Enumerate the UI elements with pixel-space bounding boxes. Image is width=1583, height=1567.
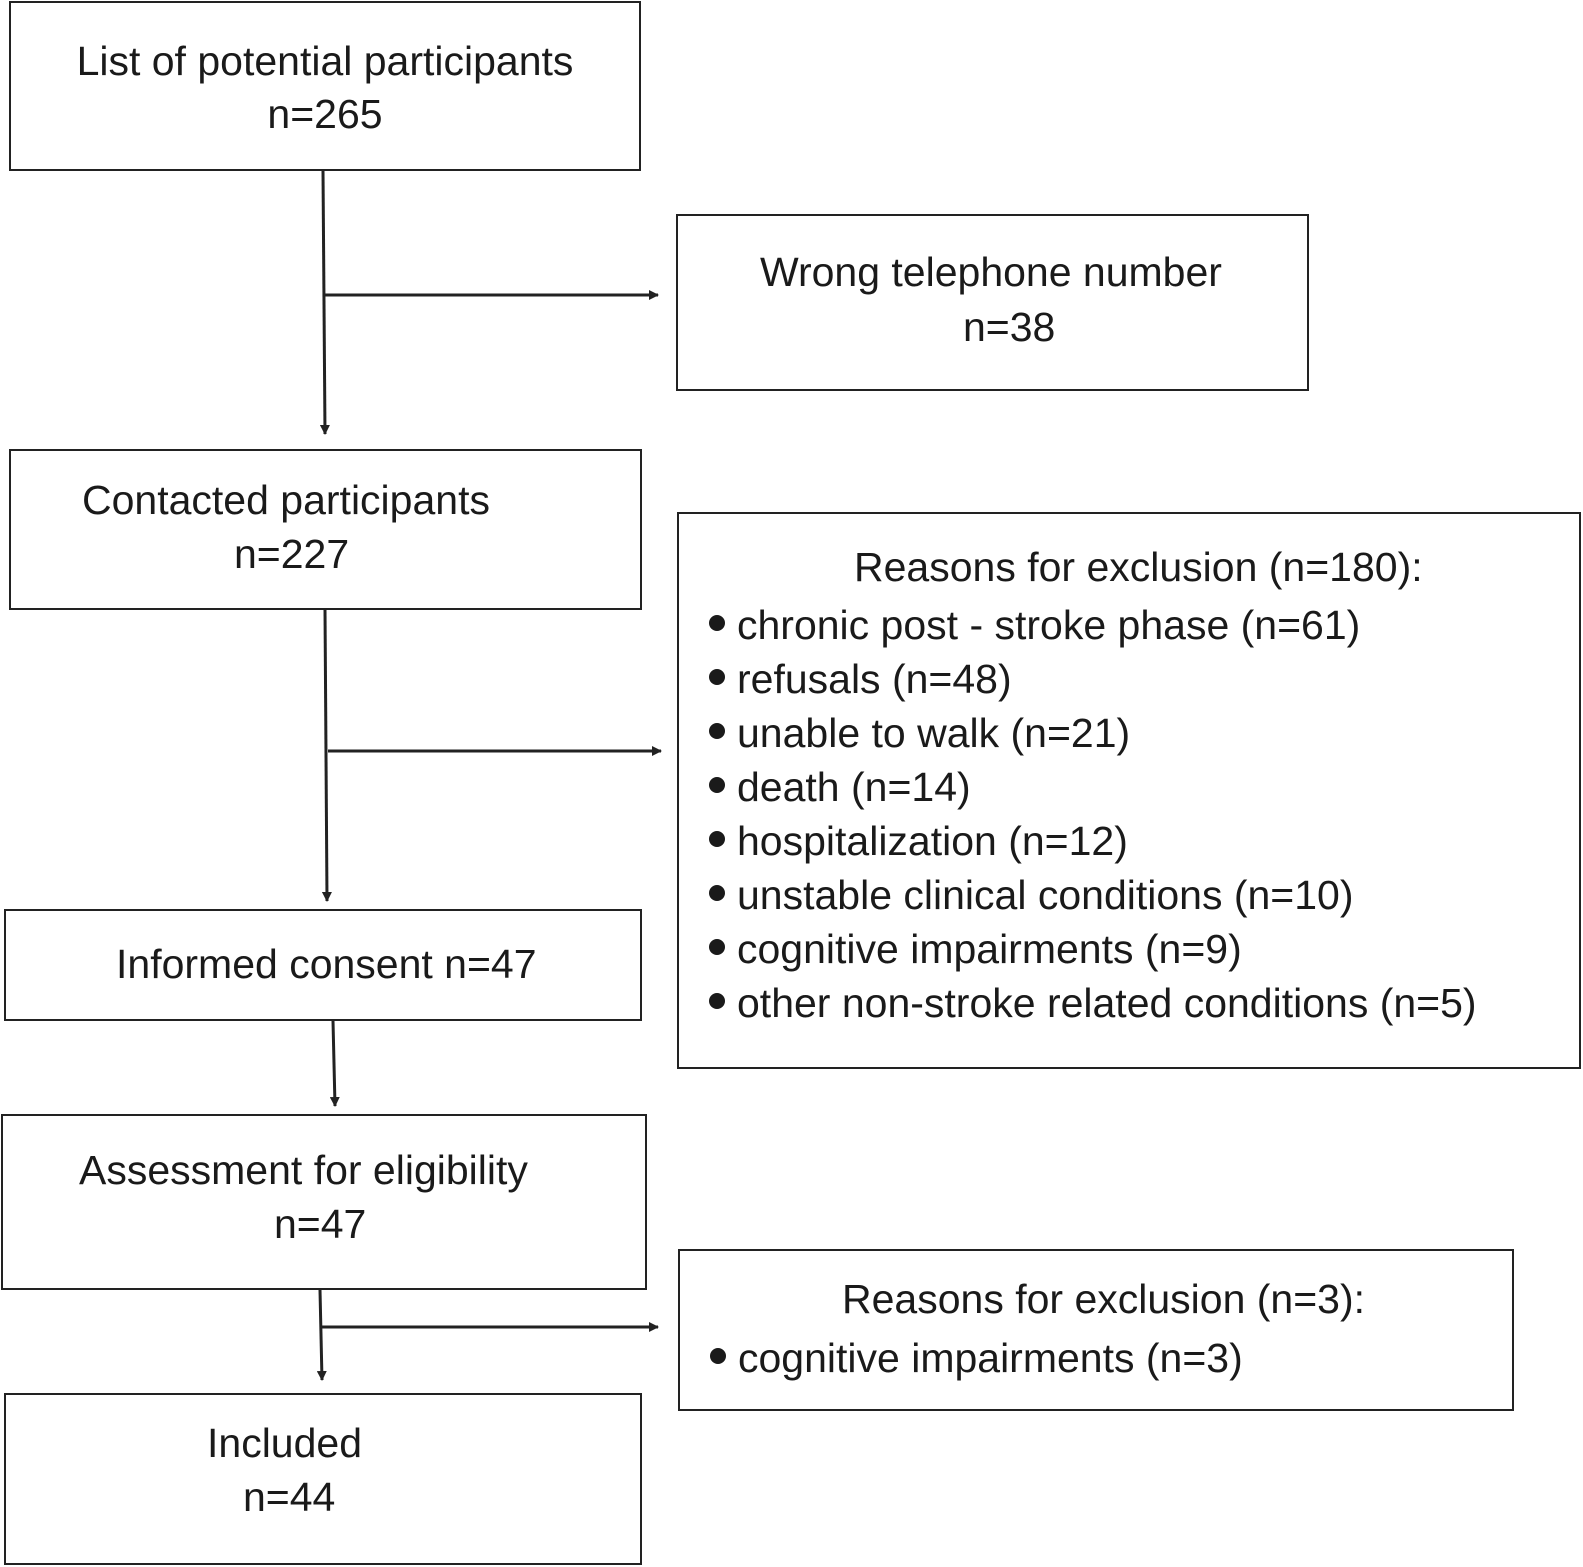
exclusion-reasons-box: Reasons for exclusion (n=180): chronic p… — [677, 512, 1581, 1069]
bullet-icon — [709, 723, 725, 739]
assessment-eligibility-box: Assessment for eligibility n=47 — [1, 1114, 647, 1290]
included-box: Included n=44 — [4, 1393, 642, 1565]
contacted-participants-box: Contacted participants n=227 — [9, 449, 642, 610]
list-item: unstable clinical conditions (n=10) — [709, 868, 1477, 922]
potential-count: n=265 — [267, 91, 383, 137]
informed-consent-box: Informed consent n=47 — [4, 909, 642, 1021]
bullet-icon — [709, 939, 725, 955]
included-count: n=44 — [243, 1474, 336, 1520]
exclusion-secondary-list: cognitive impairments (n=3) — [710, 1331, 1243, 1385]
list-item: death (n=14) — [709, 760, 1477, 814]
wrong-phone-label: Wrong telephone number — [760, 249, 1222, 295]
contacted-label: Contacted participants — [82, 477, 490, 523]
exclusion-reasons-secondary-box: Reasons for exclusion (n=3): cognitive i… — [678, 1249, 1514, 1411]
list-item: cognitive impairments (n=9) — [709, 922, 1477, 976]
exclusion-secondary-title: Reasons for exclusion (n=3): — [842, 1276, 1366, 1322]
assessment-count: n=47 — [274, 1201, 367, 1247]
potential-label: List of potential participants — [76, 38, 574, 84]
contacted-count: n=227 — [234, 531, 350, 577]
bullet-icon — [710, 1348, 726, 1364]
arrow-contacted-to-consent — [321, 608, 332, 902]
bullet-icon — [709, 777, 725, 793]
wrong-phone-count: n=38 — [963, 304, 1056, 350]
arrow-assessment-to-included — [316, 1289, 327, 1381]
consent-label: Informed consent n=47 — [116, 941, 537, 987]
assessment-label: Assessment for eligibility — [79, 1147, 528, 1193]
included-label: Included — [207, 1420, 363, 1466]
bullet-icon — [709, 885, 725, 901]
wrong-telephone-box: Wrong telephone number n=38 — [676, 214, 1309, 391]
bullet-icon — [709, 615, 725, 631]
list-item: other non-stroke related conditions (n=5… — [709, 976, 1477, 1030]
arrow-consent-to-assessment — [329, 1020, 340, 1107]
list-item: chronic post - stroke phase (n=61) — [709, 598, 1477, 652]
exclusion-title: Reasons for exclusion (n=180): — [854, 544, 1423, 590]
arrow-potential-to-contacted — [319, 170, 330, 435]
bullet-icon — [709, 993, 725, 1009]
bullet-icon — [709, 669, 725, 685]
list-item: cognitive impairments (n=3) — [710, 1331, 1243, 1385]
bullet-icon — [709, 831, 725, 847]
list-item: unable to walk (n=21) — [709, 706, 1477, 760]
exclusion-reasons-list: chronic post - stroke phase (n=61) refus… — [709, 598, 1477, 1030]
list-item: hospitalization (n=12) — [709, 814, 1477, 868]
potential-participants-box: List of potential participants n=265 — [9, 1, 641, 171]
list-item: refusals (n=48) — [709, 652, 1477, 706]
